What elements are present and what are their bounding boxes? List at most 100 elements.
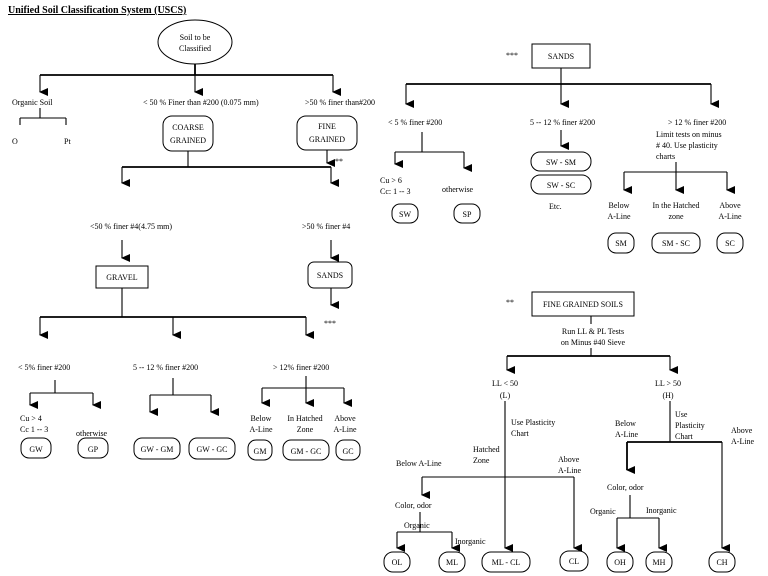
coarse-grained-label-line2: GRAINED: [170, 136, 206, 145]
sw-box: [391, 203, 419, 224]
sand-below-aline-line2: A-Line: [607, 212, 631, 221]
inorganic-h-label: Inorganic: [646, 506, 677, 515]
sands-label-left: SANDS: [317, 271, 343, 280]
sp-label: SP: [463, 210, 472, 219]
limit-tests-line1: Limit tests on minus: [656, 130, 722, 139]
mh-box: [645, 551, 673, 573]
sand-above-aline-line2: A-Line: [718, 212, 742, 221]
above-aline-l-line2: A-Line: [558, 466, 582, 475]
gravel-cc-label: Cc 1 -- 3: [20, 425, 48, 434]
gw-gc-label: GW - GC: [197, 445, 228, 454]
gravel-criterion-label: <50 % finer #4(4.75 mm): [90, 222, 172, 231]
gravel-above-aline-line2: A-Line: [333, 425, 357, 434]
sands-box-right: [531, 43, 591, 69]
ol-label: OL: [392, 558, 403, 567]
gc-box: [335, 439, 361, 461]
cl-label: CL: [569, 557, 579, 566]
sw-label: SW: [399, 210, 411, 219]
gravel-5-12-label: 5 -- 12 % finer #200: [133, 363, 198, 372]
gravel-gt12-label: > 12% finer #200: [273, 363, 329, 372]
sm-sc-box: [651, 232, 701, 254]
fine-marker: **: [335, 157, 343, 166]
run-tests-line1: Run LL & PL Tests: [562, 327, 624, 336]
color-odor-h-label: Color, odor: [607, 483, 644, 492]
sand-hatched-line2: zone: [668, 212, 684, 221]
ml-cl-label: ML - CL: [492, 558, 521, 567]
sw-sc-box: [530, 174, 592, 195]
below-aline-h-line1: Below: [615, 419, 636, 428]
fine-grained-label-line2: GRAINED: [309, 135, 345, 144]
ll-lt50-line1: LL < 50: [492, 379, 518, 388]
organic-pt-label: Pt: [64, 137, 71, 146]
color-odor-l-label: Color, odor: [395, 501, 432, 510]
root-label-line2: Classified: [179, 44, 211, 53]
sand-hatched-line1: In the Hatched: [652, 201, 699, 210]
sands-header: SANDS: [548, 52, 574, 61]
gw-label: GW: [29, 445, 43, 454]
sand-etc-label: Etc.: [549, 202, 562, 211]
gw-box: [20, 437, 52, 459]
page-title: Unified Soil Classification System (USCS…: [8, 5, 186, 16]
sw-sm-label: SW - SM: [546, 158, 576, 167]
organic-l-label: Organic: [404, 521, 430, 530]
oh-box: [606, 551, 634, 573]
inorganic-l-label: Inorganic: [455, 537, 486, 546]
use-plasticity-h-line2: Plasticity: [675, 421, 705, 430]
gravel-lt5-label: < 5% finer #200: [18, 363, 70, 372]
sw-sc-label: SW - SC: [547, 181, 575, 190]
sm-sc-label: SM - SC: [662, 239, 690, 248]
coarse-criterion-label: < 50 % Finer than #200 (0.075 mm): [143, 98, 259, 107]
coarse-grained-box: [162, 115, 214, 152]
sand-lt5-label: < 5 % finer #200: [388, 118, 442, 127]
fine-grained-soils-header: FINE GRAINED SOILS: [543, 300, 623, 309]
run-tests-line2: on Minus #40 Sieve: [561, 338, 626, 347]
gravel-cu-label: Cu > 4: [20, 414, 42, 423]
sc-label: SC: [725, 239, 735, 248]
root-node: [157, 19, 233, 65]
gm-label: GM: [254, 447, 267, 456]
gravel-label: GRAVEL: [106, 273, 138, 282]
sand-criterion-label: >50 % finer #4: [302, 222, 350, 231]
use-plasticity-l-line1: Use Plasticity: [511, 418, 555, 427]
gravel-hatched-line1: In Hatched: [287, 414, 322, 423]
organic-h-label: Organic: [590, 507, 616, 516]
coarse-grained-label-line1: COARSE: [172, 123, 204, 132]
use-plasticity-l-line2: Chart: [511, 429, 530, 438]
gravel-otherwise-label: otherwise: [76, 429, 108, 438]
below-aline-l-label: Below A-Line: [396, 459, 442, 468]
gm-gc-box: [282, 439, 330, 461]
limit-tests-line3: charts: [656, 152, 675, 161]
ml-box: [438, 551, 466, 573]
gravel-above-aline-line1: Above: [334, 414, 356, 423]
sands-box-left: [307, 261, 353, 289]
fine-marker-right: **: [506, 298, 514, 307]
fine-grained-soils-box: [531, 291, 635, 317]
use-plasticity-h-line3: Chart: [675, 432, 694, 441]
sand-above-aline-line1: Above: [719, 201, 741, 210]
ol-box: [383, 551, 411, 573]
above-aline-h-line2: A-Line: [731, 437, 755, 446]
sand-below-aline-line1: Below: [609, 201, 630, 210]
gravel-hatched-line2: Zone: [297, 425, 314, 434]
sp-box: [453, 203, 481, 224]
cl-box: [559, 550, 589, 572]
gp-box: [77, 437, 109, 459]
sand-gt12-label: > 12 % finer #200: [668, 118, 726, 127]
below-aline-h-line2: A-Line: [615, 430, 639, 439]
sands-marker-left: ***: [324, 319, 336, 328]
limit-tests-line2: # 40. Use plasticity: [656, 141, 718, 150]
gravel-below-aline-line2: A-Line: [249, 425, 273, 434]
hatched-zone-line2: Zone: [473, 456, 490, 465]
ll-gt50-line2: (H): [662, 391, 673, 400]
gp-label: GP: [88, 445, 99, 454]
sc-box: [716, 232, 744, 254]
gw-gm-label: GW - GM: [141, 445, 174, 454]
root-label-line1: Soil to be: [180, 33, 211, 42]
ch-label: CH: [716, 558, 727, 567]
hatched-zone-line1: Hatched: [473, 445, 500, 454]
sm-label: SM: [615, 239, 627, 248]
sand-mid-label: 5 -- 12 % finer #200: [530, 118, 595, 127]
ml-label: ML: [446, 558, 458, 567]
above-aline-h-line1: Above: [731, 426, 753, 435]
